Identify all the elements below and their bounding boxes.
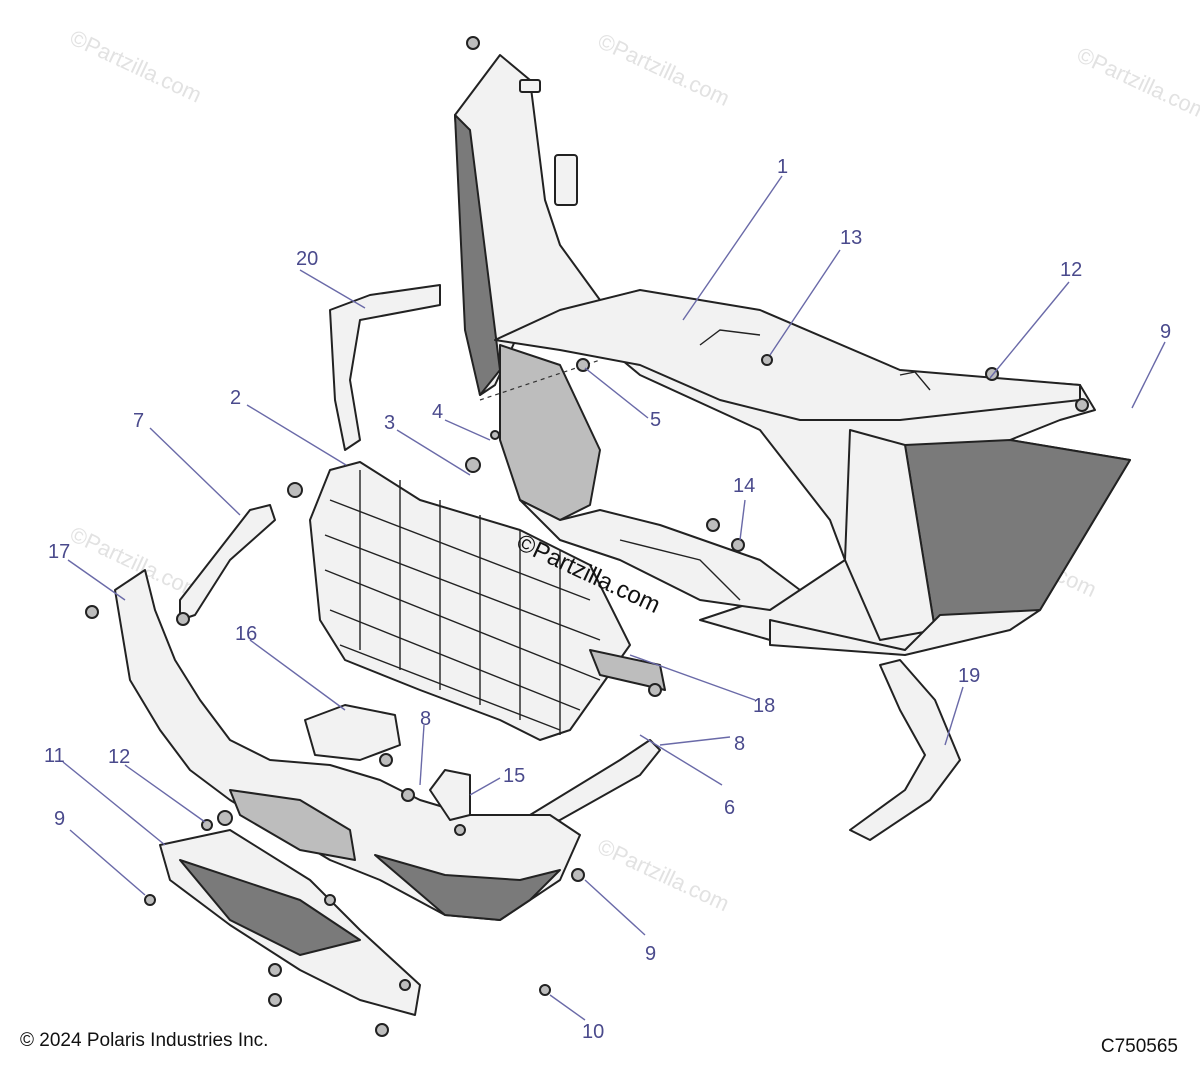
callout-16: 16 [235,623,257,645]
watermark-text: ©Partzilla.com [594,834,733,917]
part-front-frame [454,54,1131,656]
part-left-bracket [179,504,276,621]
part-grille-strip [589,649,666,691]
leader-lines [62,175,1166,1021]
callout-14: 14 [733,475,755,497]
part-skid-plate-shade [179,859,361,956]
part-grille [309,461,631,741]
callout-4: 4 [432,401,443,423]
watermark-text: ©Partzilla.com [1073,42,1200,125]
watermark-text: ©Partzilla.com [594,28,733,111]
part-bumper-face [374,854,561,921]
callout-9-right: 9 [1160,321,1171,343]
part-left-trim [329,284,441,451]
callout-7: 7 [133,410,144,432]
callouts: 1 13 12 9 5 14 20 2 3 4 7 17 16 18 8 6 1… [44,156,1171,1043]
callout-11: 11 [44,745,65,767]
callout-8-right: 8 [734,733,745,755]
callout-20: 20 [296,248,318,270]
callout-17: 17 [48,541,70,563]
callout-15: 15 [503,765,525,787]
part-bumper-vent [229,789,356,861]
callout-9-bottom: 9 [645,943,656,965]
callout-2: 2 [230,387,241,409]
fasteners [85,36,1089,1037]
callout-8-center: 8 [420,708,431,730]
callout-6: 6 [724,797,735,819]
callout-18: 18 [753,695,775,717]
callout-3: 3 [384,412,395,434]
part-right-bracket [529,739,661,826]
drawing-code: C750565 [1100,1036,1178,1057]
callout-10: 10 [582,1021,604,1043]
part-center-bracket [304,704,401,761]
part-right-trim [849,659,961,841]
callout-12-lower: 12 [108,746,130,768]
callout-19: 19 [958,665,980,687]
copyright-notice: © 2024 Polaris Industries Inc. [20,1030,269,1051]
callout-13: 13 [840,227,862,249]
callout-5: 5 [650,409,661,431]
callout-12-upper: 12 [1060,259,1082,281]
watermark-text: ©Partzilla.com [66,25,205,108]
callout-9-left: 9 [54,808,65,830]
callout-1: 1 [777,156,788,178]
